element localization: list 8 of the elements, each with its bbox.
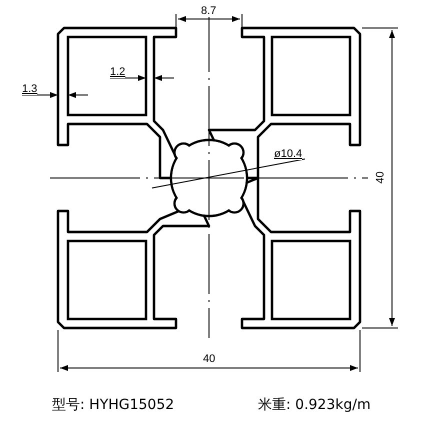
dimension-label: 8.7 xyxy=(201,6,216,17)
spec-text: 型号: HYHG15052 xyxy=(52,398,174,412)
dimension-label: ø10.4 xyxy=(274,149,302,160)
dimension-label: 1.3 xyxy=(22,84,38,95)
dimension-label: 40 xyxy=(376,171,387,184)
spec-text: 米重: 0.923kg/m xyxy=(258,398,371,412)
dimension-label: 40 xyxy=(203,354,216,365)
dimension-label: 1.2 xyxy=(110,67,126,78)
